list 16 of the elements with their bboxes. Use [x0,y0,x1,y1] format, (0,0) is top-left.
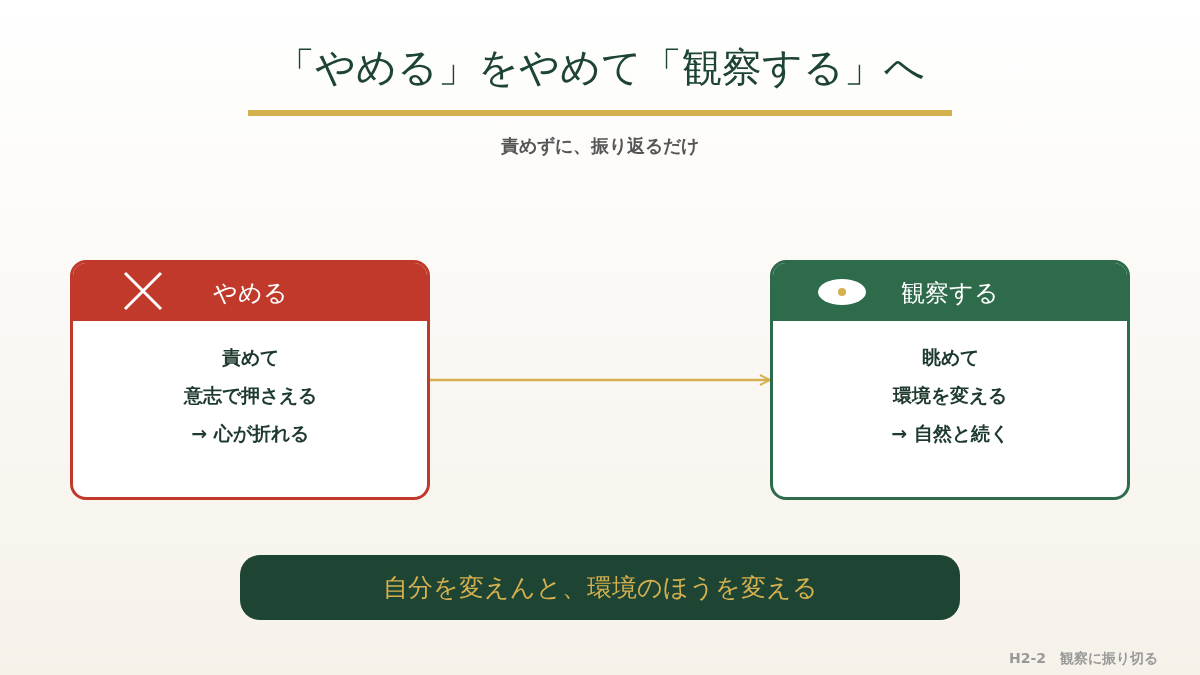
banner [240,555,960,620]
banner-text: 自分を変えんと、環境のほうを変える [382,572,818,604]
footer-text: H2-2 観察に振り切る [1009,650,1158,668]
list-item: 意志で押さえる [183,383,317,407]
list-item: 眺めて [921,345,979,369]
list-item: → 自然と続く [891,421,1009,445]
card [70,260,430,500]
card-heading: 観察する [901,279,999,307]
list-item: → 心が折れる [191,421,309,445]
card [770,260,1130,500]
arrow [430,374,771,386]
list-item: 環境を変える [893,383,1007,407]
title: 「やめる」をやめて「観察する」へ [274,43,926,92]
card-heading: やめる [212,279,288,307]
subtitle: 責めずに、振り返るだけ [500,134,700,158]
list-item: 責めて [221,345,279,369]
